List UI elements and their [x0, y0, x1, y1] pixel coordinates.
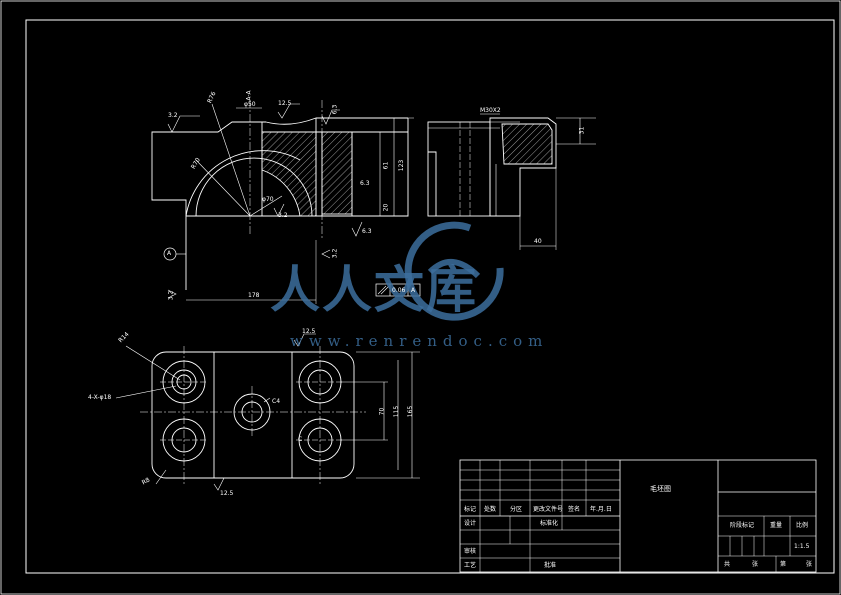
dim-phi70: φ70	[262, 196, 274, 203]
title-row-label: 更改文件号	[533, 506, 564, 513]
dim-plan-top-roughness: 12.5	[302, 328, 316, 335]
title-design: 设计	[464, 520, 477, 527]
title-sheet-label: 张	[806, 561, 813, 568]
watermark-title: 人人文库	[270, 261, 478, 319]
inner-frame	[25, 19, 835, 574]
title-sheets-total: 共	[724, 561, 731, 568]
front-section-view	[151, 100, 421, 304]
dim-bottom-63: 6.3	[362, 228, 372, 235]
dim-side-thread: M30X2	[480, 107, 501, 114]
dim-plan-70: 70	[378, 407, 386, 416]
title-scale: 比例	[796, 522, 809, 529]
title-process: 工艺	[464, 562, 477, 569]
dim-bottom-roughness: 3.2	[331, 248, 339, 259]
datum-a: A	[167, 250, 172, 257]
dim-20: 20	[382, 203, 390, 212]
title-part-name: 毛坯图	[650, 485, 671, 493]
dim-plan-115: 115	[393, 405, 401, 418]
title-block	[459, 459, 817, 573]
plan-view	[115, 333, 420, 491]
dim-123: 123	[398, 159, 406, 172]
dim-plan-holes: 4-X-φ18	[88, 394, 112, 401]
tolerance-value: 0.06	[392, 287, 406, 294]
dim-plan-c: C	[298, 436, 303, 443]
dim-roughness-top: 12.5	[278, 100, 292, 107]
dim-plan-bottom-roughness: 12.5	[220, 490, 234, 497]
dim-top-right-roughness: 6.3	[331, 104, 339, 115]
dim-section-mark: A-A	[245, 90, 253, 101]
dim-inner-63: 6.3	[360, 180, 370, 187]
title-approve: 批准	[544, 562, 557, 569]
dim-inner-roughness: 3.2	[278, 212, 288, 219]
watermark-url: www.renrendoc.com	[290, 332, 549, 350]
title-standardize: 标准化	[540, 520, 559, 527]
title-row-label: 签名	[568, 506, 581, 513]
title-sheets-label: 张	[752, 561, 759, 568]
title-sheet-no: 第	[780, 561, 787, 568]
dim-61: 61	[382, 161, 390, 170]
tolerance-datum: A	[411, 287, 416, 294]
dim-side-40: 40	[534, 238, 542, 245]
dim-side-31: 31	[578, 126, 586, 135]
title-stage-mark: 阶段标记	[730, 522, 755, 529]
dim-plan-165: 165	[407, 405, 415, 418]
title-scale-value: 1:1.5	[794, 543, 810, 550]
dim-front-left-roughness: 3.2	[168, 112, 178, 119]
dim-phi50: φ50	[244, 101, 256, 108]
title-row-label: 处数	[484, 506, 497, 513]
title-row-label: 标记	[464, 506, 477, 513]
dim-left-bottom-roughness: 3.2	[167, 290, 175, 301]
watermark-logo-icon	[404, 221, 504, 321]
title-row-label: 分区	[510, 506, 523, 513]
title-row-label: 年.月.日	[590, 506, 612, 513]
title-weight: 重量	[770, 522, 783, 529]
dim-178: 178	[248, 292, 260, 299]
side-view	[427, 113, 596, 250]
dim-plan-c4: C4	[272, 398, 281, 405]
title-check: 审核	[464, 548, 477, 555]
